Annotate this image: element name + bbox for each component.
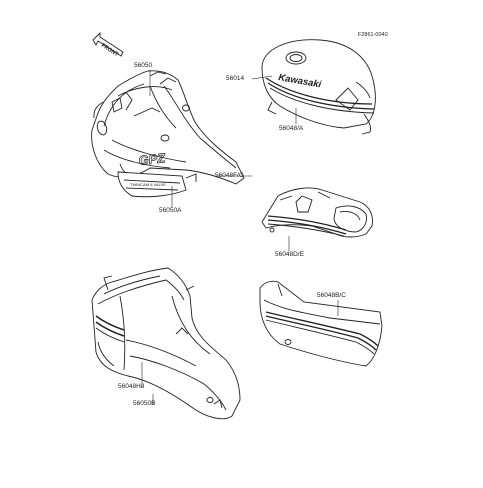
part-label-56048bc: 56048B/C	[317, 292, 346, 299]
part-label-56048hi: 56048H/I	[118, 383, 145, 390]
part-label-56048a: 56048/A	[279, 125, 304, 132]
side-cover	[259, 280, 383, 367]
part-label-56048de: 56048D/E	[275, 251, 304, 258]
part-label-56048fg: 56048F/G	[215, 172, 244, 179]
figure-ref: F2861-0040	[358, 32, 388, 38]
under-cowl	[91, 267, 241, 420]
upper-cowl	[91, 70, 245, 198]
leader-lines	[141, 70, 339, 405]
part-label-56050a: 56050A	[159, 207, 182, 214]
tail-cowl	[261, 187, 373, 238]
part-label-56050b: 56050B	[133, 400, 156, 407]
fuel-tank	[261, 39, 376, 135]
front-arrow: FRONT	[92, 31, 124, 58]
part-label-56050: 56050	[134, 62, 153, 69]
part-label-56014: 56014	[226, 75, 245, 82]
twincam-decal: TWINCAM 8 VALVE	[130, 182, 166, 187]
gpz-decal: GPZ	[138, 150, 167, 168]
